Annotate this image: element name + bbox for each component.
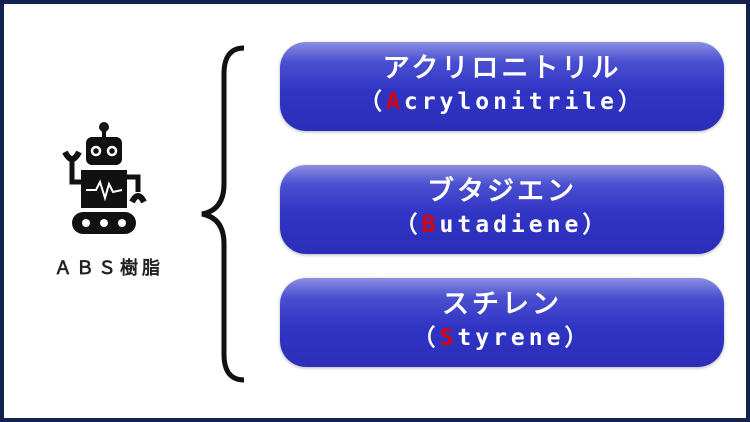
- component-jp-name: アクリロニトリル: [382, 53, 622, 84]
- initial-letter: S: [439, 325, 458, 351]
- component-styrene: スチレン （Styrene）: [280, 278, 724, 367]
- paren-close: ）: [564, 325, 592, 351]
- initial-letter: A: [385, 89, 404, 115]
- component-en-name: （Acrylonitrile）: [280, 86, 724, 118]
- name-rest: crylonitrile: [403, 89, 619, 115]
- component-jp-name: スチレン: [442, 289, 562, 320]
- name-rest: utadiene: [439, 212, 583, 238]
- initial-letter: B: [421, 212, 440, 238]
- paren-close: ）: [618, 89, 646, 115]
- paren-open: （: [412, 325, 440, 351]
- paren-open: （: [394, 212, 422, 238]
- robot-icon: [62, 122, 147, 234]
- component-acrylonitrile: アクリロニトリル （Acrylonitrile）: [280, 42, 724, 131]
- curly-brace: [201, 45, 245, 383]
- component-en-name: （Butadiene）: [280, 209, 724, 241]
- component-en-name: （Styrene）: [280, 322, 724, 354]
- abs-resin-label: ＡＢＳ樹脂: [54, 258, 164, 279]
- paren-close: ）: [582, 212, 610, 238]
- name-rest: tyrene: [457, 325, 565, 351]
- paren-open: （: [358, 89, 386, 115]
- component-butadiene: ブタジエン （Butadiene）: [280, 165, 724, 254]
- component-jp-name: ブタジエン: [427, 176, 577, 207]
